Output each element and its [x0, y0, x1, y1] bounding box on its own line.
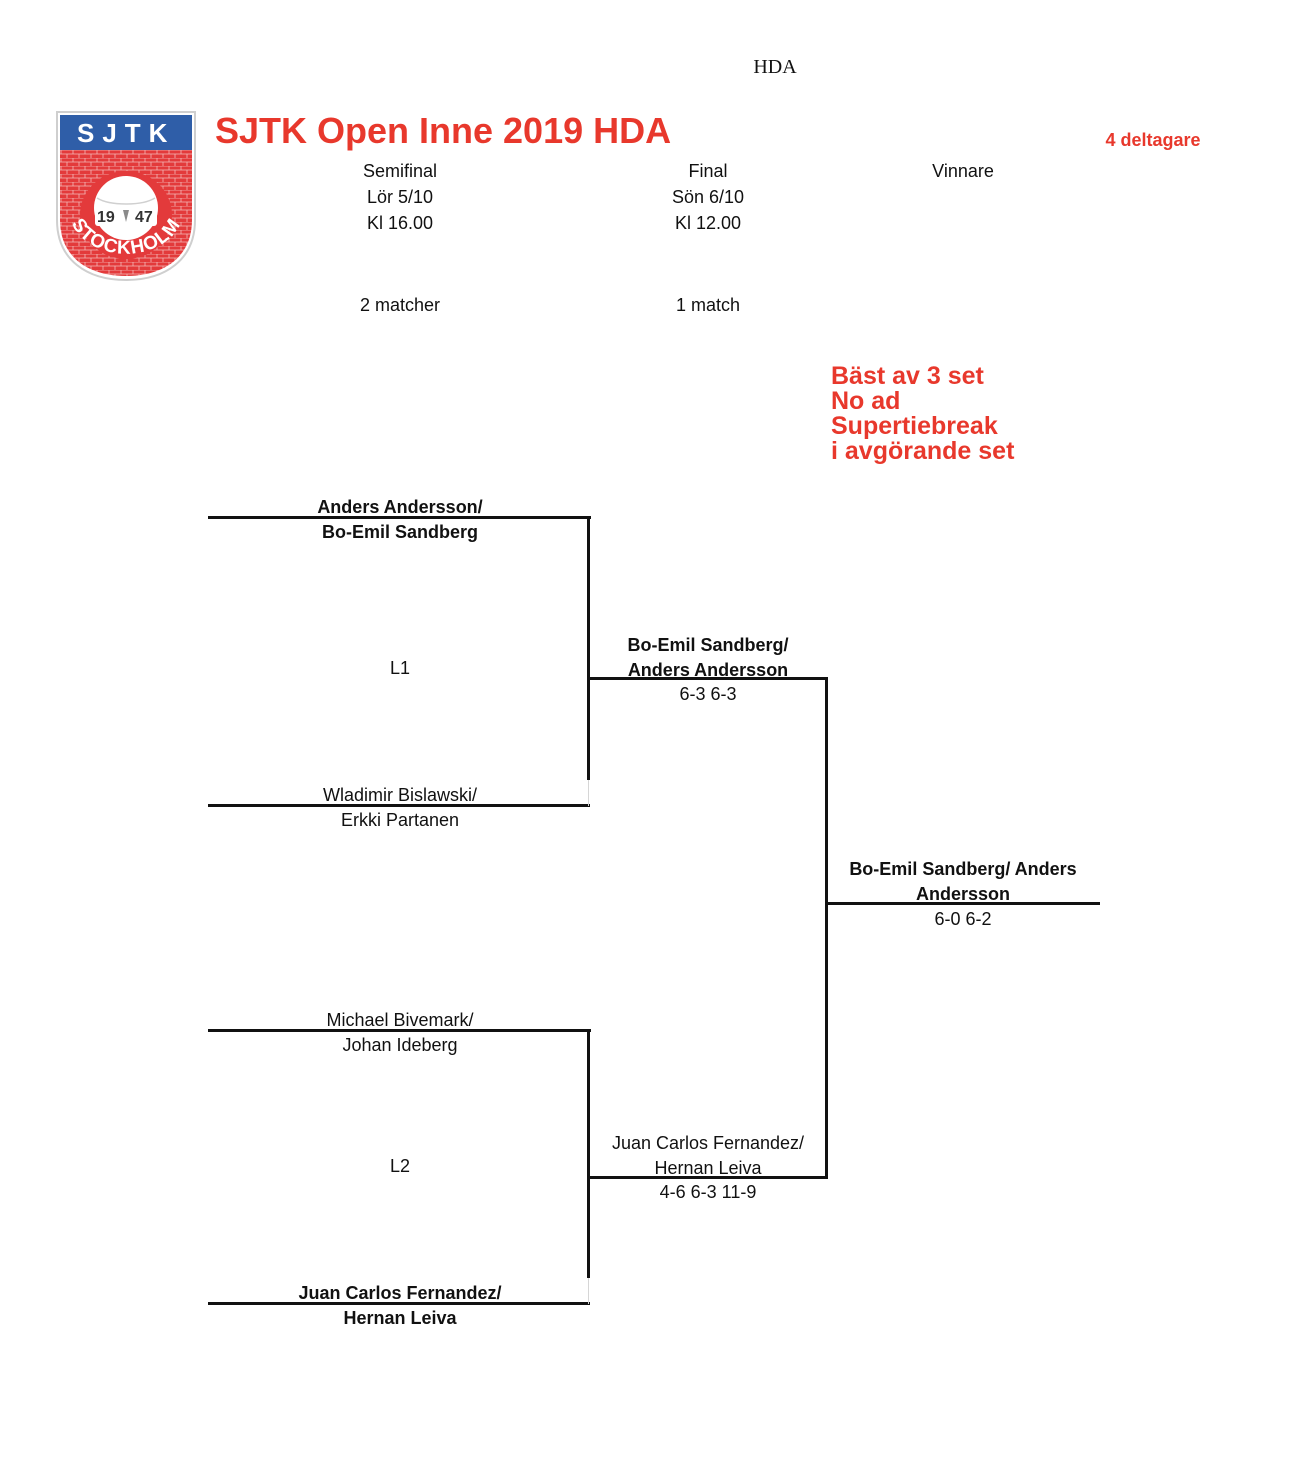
winner-header: Vinnare: [932, 161, 994, 181]
sf2-team2-player1: Juan Carlos Fernandez/: [298, 1283, 502, 1303]
finalist2: Juan Carlos Fernandez/ Hernan Leiva: [573, 1131, 843, 1181]
final-day: Sön 6/10: [671, 187, 745, 207]
finalist1: Bo-Emil Sandberg/ Anders Andersson: [573, 633, 843, 683]
finalist1-player1: Bo-Emil Sandberg/: [627, 635, 789, 655]
bracket-line-sf2-team2: [208, 1302, 590, 1305]
bracket-guide-sf1: [588, 780, 589, 806]
semifinal-header: Semifinal Lör 5/10 Kl 16.00: [300, 158, 500, 236]
champion-line2: Andersson: [915, 884, 1011, 904]
page-title: SJTK Open Inne 2019 HDA: [215, 110, 672, 151]
bracket-connector-sf1: [587, 516, 590, 780]
bracket-line-champion: [826, 902, 1100, 905]
rule-line: Bäst av 3 set: [831, 362, 984, 390]
rule-line: Supertiebreak: [831, 412, 998, 440]
champion-line1: Bo-Emil Sandberg/ Anders: [849, 859, 1077, 879]
document-code: HDA: [753, 56, 797, 78]
sf1-label: L1: [389, 658, 411, 678]
finalist1-player2: Anders Andersson: [627, 660, 789, 680]
participant-count: 4 deltagare: [1105, 130, 1201, 150]
bracket-line-sf1-team2: [208, 804, 590, 807]
champion: Bo-Emil Sandberg/ Anders Andersson: [828, 857, 1098, 907]
sf1-team2: Wladimir Bislawski/ Erkki Partanen: [250, 783, 550, 833]
bracket-line-finalist1: [588, 677, 828, 680]
finalist2-player2: Hernan Leiva: [654, 1158, 762, 1178]
semifinal-day: Lör 5/10: [366, 187, 434, 207]
rule-line: No ad: [831, 387, 901, 415]
logo-year-right: 47: [135, 209, 153, 226]
bracket-connector-final: [825, 677, 828, 1179]
sjtk-logo-shield-icon: SJTK 19 47 STOCKHOLM: [56, 111, 196, 282]
semifinal-time: Kl 16.00: [366, 213, 434, 233]
sf1-team1: Anders Andersson/ Bo-Emil Sandberg: [250, 495, 550, 545]
sjtk-logo: SJTK 19 47 STOCKHOLM: [55, 110, 197, 282]
sf1-team2-player1: Wladimir Bislawski/: [322, 785, 477, 805]
semifinal-round-name: Semifinal: [362, 161, 438, 181]
bracket-line-sf1-team1: [208, 516, 591, 519]
sf1-team1-player1: Anders Andersson/: [317, 497, 483, 517]
rule-line: i avgörande set: [831, 437, 1015, 465]
semifinal-match-count: 2 matcher: [359, 295, 441, 315]
logo-top-text: SJTK: [77, 118, 175, 148]
finalist2-score: 4-6 6-3 11-9: [659, 1182, 757, 1202]
final-round-name: Final: [688, 161, 728, 181]
sf2-label: L2: [389, 1156, 411, 1176]
final-match-count: 1 match: [675, 295, 741, 315]
bracket-guide-sf2: [588, 1278, 589, 1304]
bracket-connector-sf2: [587, 1029, 590, 1278]
match-rules: Bäst av 3 set No ad Supertiebreak i avgö…: [831, 364, 1014, 464]
sf1-team2-player2: Erkki Partanen: [340, 810, 460, 830]
logo-year-left: 19: [97, 209, 115, 226]
sf2-team1: Michael Bivemark/ Johan Ideberg: [250, 1008, 550, 1058]
sf1-team1-player2: Bo-Emil Sandberg: [321, 522, 478, 542]
sf2-team2-player2: Hernan Leiva: [343, 1308, 457, 1328]
sf2-team1-player2: Johan Ideberg: [342, 1035, 458, 1055]
finalist1-score: 6-3 6-3: [679, 684, 737, 704]
final-header: Final Sön 6/10 Kl 12.00: [608, 158, 808, 236]
final-time: Kl 12.00: [674, 213, 742, 233]
sf2-team2: Juan Carlos Fernandez/ Hernan Leiva: [250, 1281, 550, 1331]
finalist2-player1: Juan Carlos Fernandez/: [611, 1133, 805, 1153]
bracket-line-finalist2: [588, 1176, 828, 1179]
bracket-line-sf2-team1: [208, 1029, 591, 1032]
sf2-team1-player1: Michael Bivemark/: [326, 1010, 474, 1030]
champion-score: 6-0 6-2: [934, 909, 992, 929]
